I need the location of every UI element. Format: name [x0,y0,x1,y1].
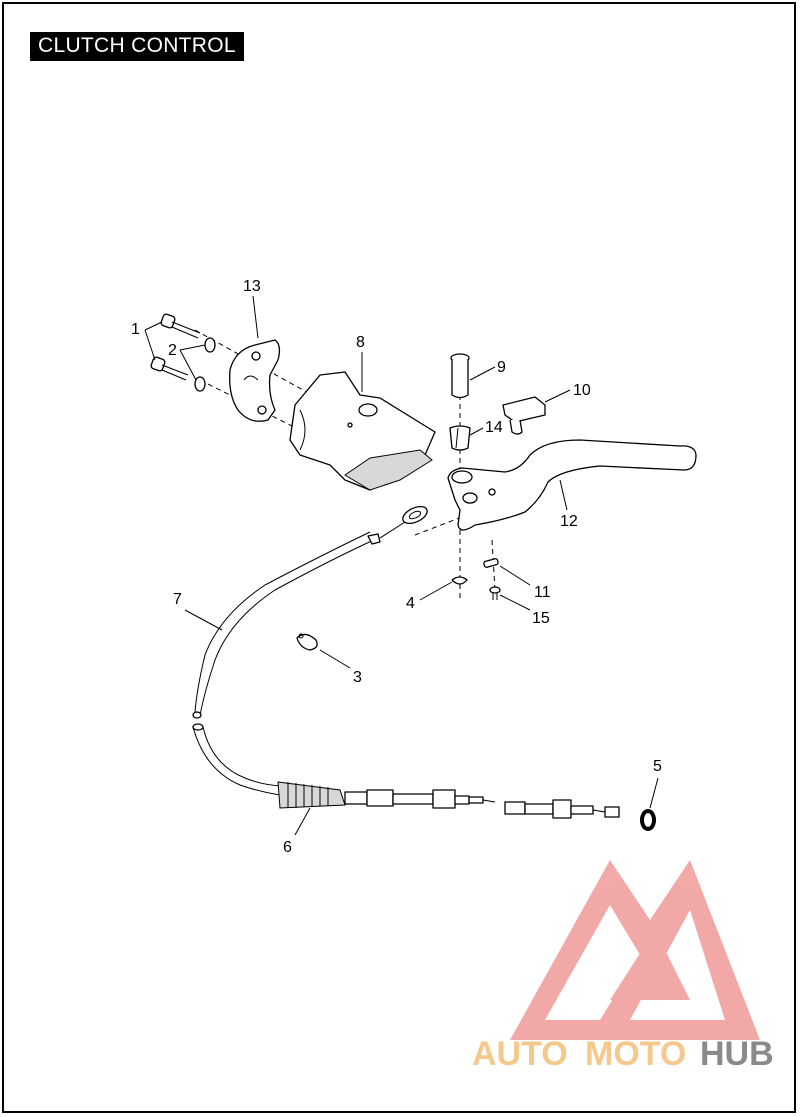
callout-9: 9 [497,359,506,376]
o-ring [640,809,656,831]
callout-7: 7 [173,591,182,608]
callout-4: 4 [406,595,415,612]
clamp [229,339,281,422]
callout-8: 8 [356,334,365,351]
callout-6: 6 [283,839,292,856]
retaining-ring [451,576,468,585]
bushing [449,425,471,451]
watermark-auto: AUTO [472,1035,568,1073]
callout-10: 10 [573,382,591,399]
leader-lines [144,295,659,836]
callout-12: 12 [560,513,578,530]
washer-lower [194,376,206,392]
screw-lower [150,356,189,381]
callout-14: 14 [485,419,503,436]
callout-15: 15 [532,610,550,627]
callout-11: 11 [534,584,551,601]
cable-clip [296,633,318,651]
clutch-lever [447,439,697,531]
screw-upper [160,313,201,339]
callout-5: 5 [653,758,662,775]
small-screw [489,586,501,600]
lever-housing [289,371,436,491]
washer-upper [204,337,216,353]
callout-1: 1 [131,321,140,338]
callout-3: 3 [353,669,362,686]
interlock-switch [502,396,546,435]
watermark-logo [510,860,760,1040]
watermark-moto: MOTO [585,1035,686,1073]
cable-lower [192,723,620,819]
pivot-pin [450,353,470,399]
page-title: CLUTCH CONTROL [30,32,244,61]
watermark-hub: HUB [700,1035,774,1073]
cable-eyelet [379,505,428,539]
cable-upper [192,531,381,719]
callout-13: 13 [243,278,261,295]
small-pin [483,558,499,568]
callout-2: 2 [168,342,177,359]
